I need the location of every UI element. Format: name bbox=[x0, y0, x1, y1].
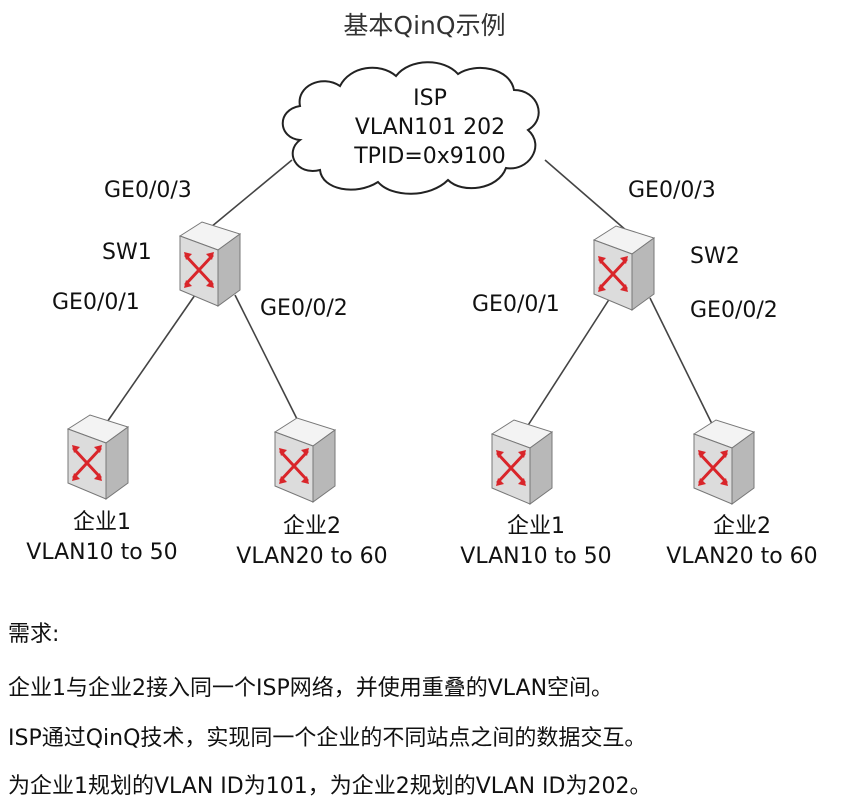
isp-cloud bbox=[281, 61, 540, 195]
enterprise2-right-switch-icon bbox=[692, 418, 756, 506]
enterprise-vlan: VLAN20 to 60 bbox=[236, 544, 388, 569]
enterprise1-left-switch-icon bbox=[66, 413, 130, 501]
requirement-line: ISP通过QinQ技术，实现同一个企业的不同站点之间的数据交互。 bbox=[8, 726, 647, 751]
sw1-port-left: GE0/0/1 bbox=[52, 290, 140, 315]
sw2-uplink-port: GE0/0/3 bbox=[628, 178, 716, 203]
isp-vlan: VLAN101 202 bbox=[354, 115, 506, 140]
enterprise-name: 企业2 bbox=[283, 514, 341, 539]
enterprise1-right-switch-icon bbox=[490, 418, 554, 506]
enterprise-label: 企业2 VLAN20 to 60 bbox=[642, 512, 842, 572]
isp-tpid: TPID=0x9100 bbox=[354, 144, 506, 169]
links bbox=[104, 159, 716, 431]
link-sw1-isp bbox=[204, 159, 293, 233]
requirement-line: 企业1与企业2接入同一个ISP网络，并使用重叠的VLAN空间。 bbox=[8, 676, 614, 701]
enterprise2-left-switch-icon bbox=[273, 416, 337, 504]
sw2-switch-icon bbox=[592, 224, 656, 312]
isp-cloud-label: ISP VLAN101 202 TPID=0x9100 bbox=[330, 84, 530, 171]
enterprise-name: 企业1 bbox=[507, 514, 565, 539]
enterprise-label: 企业2 VLAN20 to 60 bbox=[212, 512, 412, 572]
sw1-switch-icon bbox=[178, 220, 242, 308]
enterprise-label: 企业1 VLAN10 to 50 bbox=[2, 508, 202, 568]
link-sw2-isp bbox=[544, 159, 636, 239]
enterprise-name: 企业1 bbox=[73, 510, 131, 535]
sw2-name: SW2 bbox=[690, 244, 740, 269]
sw1-name: SW1 bbox=[102, 240, 152, 265]
enterprise-vlan: VLAN10 to 50 bbox=[460, 544, 612, 569]
link-sw1-ent2 bbox=[234, 294, 301, 426]
link-sw2-ent2 bbox=[649, 297, 716, 431]
sw1-port-right: GE0/0/2 bbox=[260, 296, 348, 321]
sw1-uplink-port: GE0/0/3 bbox=[104, 178, 192, 203]
diagram-title: 基本QinQ示例 bbox=[343, 11, 506, 40]
requirements-heading: 需求: bbox=[8, 622, 60, 647]
enterprise-label: 企业1 VLAN10 to 50 bbox=[436, 512, 636, 572]
topology-diagram bbox=[66, 61, 756, 506]
link-sw1-ent1 bbox=[104, 294, 196, 426]
enterprise-name: 企业2 bbox=[713, 514, 771, 539]
requirement-line: 为企业1规划的VLAN ID为101，为企业2规划的VLAN ID为202。 bbox=[8, 774, 652, 799]
enterprise-vlan: VLAN10 to 50 bbox=[26, 540, 178, 565]
sw2-port-left: GE0/0/1 bbox=[472, 292, 560, 317]
sw2-port-right: GE0/0/2 bbox=[690, 298, 778, 323]
enterprise-vlan: VLAN20 to 60 bbox=[666, 544, 818, 569]
link-sw2-ent1 bbox=[524, 297, 611, 431]
isp-name: ISP bbox=[413, 86, 447, 111]
